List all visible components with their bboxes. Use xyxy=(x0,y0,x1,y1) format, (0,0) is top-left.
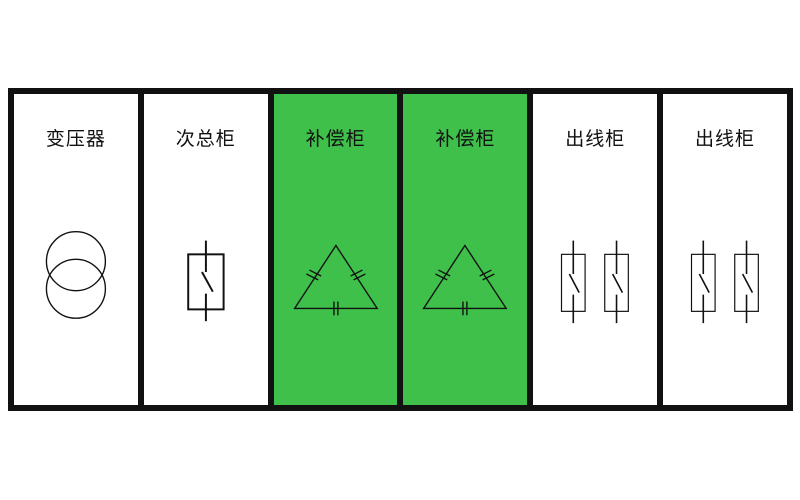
cabinet-label: 次总柜 xyxy=(175,128,236,150)
cabinet-label: 出线柜 xyxy=(695,128,756,150)
breaker-icon xyxy=(144,214,268,334)
cabinet-sub-main: 次总柜 xyxy=(143,94,268,405)
cabinet-compensation: 补偿柜 xyxy=(273,94,398,405)
capacitor-delta-icon xyxy=(274,214,398,334)
cabinet-label: 补偿柜 xyxy=(305,128,366,150)
transformer-icon xyxy=(14,214,138,334)
cabinet-label: 补偿柜 xyxy=(435,128,496,150)
cabinet-label: 变压器 xyxy=(45,128,106,150)
cabinet-outgoing: 出线柜 xyxy=(533,94,658,405)
capacitor-delta-icon xyxy=(403,214,527,334)
cabinet-outgoing: 出线柜 xyxy=(663,94,787,405)
cabinet-label: 出线柜 xyxy=(565,128,626,150)
switchboard-frame: 变压器 次总柜 补偿柜 xyxy=(8,88,793,411)
double-breaker-icon xyxy=(663,214,787,334)
cabinet-transformer: 变压器 xyxy=(14,94,138,405)
double-breaker-icon xyxy=(533,214,657,334)
cabinet-compensation: 补偿柜 xyxy=(403,94,528,405)
